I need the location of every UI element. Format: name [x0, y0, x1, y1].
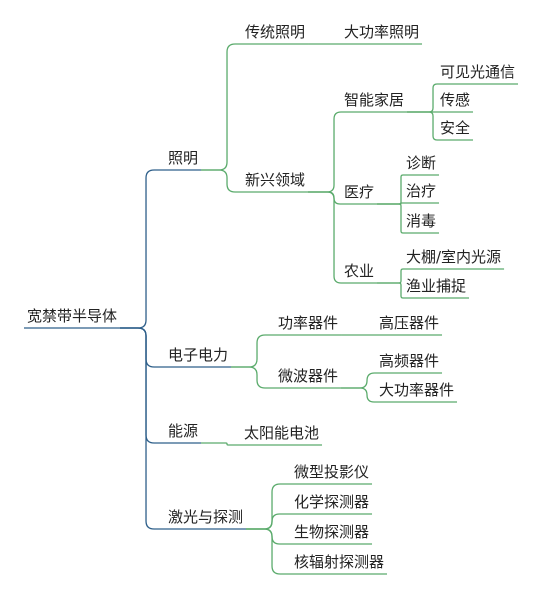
connector-line [231, 366, 275, 389]
node-laser-detection-label: 激光与探测 [168, 508, 243, 526]
node-security-label: 安全 [440, 119, 470, 137]
node-biological-detector: 生物探测器 [294, 523, 369, 541]
node-traditional-lighting: 传统照明 [245, 23, 305, 41]
connector-line [120, 169, 165, 329]
node-emerging-fields-label: 新兴领域 [245, 171, 305, 189]
connector-line [377, 203, 404, 234]
node-nuclear-radiation-detector: 核辐射探测器 [294, 553, 384, 571]
node-diagnosis: 诊断 [406, 154, 436, 172]
node-power-devices: 功率器件 [278, 314, 338, 332]
connector-line [231, 334, 275, 368]
node-chemical-detector-label: 化学探测器 [294, 493, 369, 511]
node-solar-cells: 太阳能电池 [244, 424, 319, 442]
node-agriculture-label: 农业 [344, 262, 374, 280]
connector-line [201, 442, 241, 446]
connector-line [377, 282, 404, 299]
node-high-power-devices-label: 大功率器件 [379, 381, 454, 399]
node-laser-detection: 激光与探测 [168, 508, 243, 526]
node-treatment-label: 治疗 [406, 182, 436, 200]
node-lighting: 照明 [168, 149, 198, 167]
node-security: 安全 [440, 119, 470, 137]
node-biological-detector-label: 生物探测器 [294, 523, 369, 541]
connector-line [341, 387, 376, 403]
connector-line [201, 169, 242, 193]
node-treatment: 治疗 [406, 182, 436, 200]
connector-line [308, 191, 341, 205]
connector-line [407, 111, 438, 141]
node-high-power-devices: 大功率器件 [379, 381, 454, 399]
node-root: 宽禁带半导体 [27, 307, 117, 325]
node-fishing: 渔业捕捉 [406, 277, 466, 295]
connector-line [308, 191, 342, 284]
node-microwave-devices: 微波器件 [278, 367, 338, 385]
node-energy-label: 能源 [168, 422, 198, 440]
node-microwave-devices-label: 微波器件 [278, 367, 338, 385]
node-visible-light-communication-label: 可见光通信 [440, 63, 515, 81]
connector-line [246, 483, 291, 530]
connector-line [120, 327, 165, 368]
node-medical: 医疗 [344, 183, 374, 201]
node-underlines [24, 43, 519, 575]
node-high-power-lighting-label: 大功率照明 [344, 23, 419, 41]
connector-line [246, 528, 291, 575]
node-micro-projector: 微型投影仪 [294, 463, 369, 481]
node-medical-label: 医疗 [344, 183, 374, 201]
connector-line [407, 83, 438, 113]
connector-line [377, 174, 404, 205]
connector-line [120, 327, 165, 444]
node-traditional-lighting-label: 传统照明 [245, 23, 305, 41]
node-power-electronics-label: 电子电力 [168, 346, 228, 364]
connector-line [120, 327, 165, 530]
node-smart-home: 智能家居 [344, 91, 404, 109]
node-power-devices-label: 功率器件 [278, 314, 338, 332]
node-lighting-label: 照明 [168, 149, 198, 167]
node-power-electronics: 电子电力 [168, 346, 228, 364]
node-sensing: 传感 [440, 91, 470, 109]
node-high-frequency-devices-label: 高频器件 [379, 352, 439, 370]
node-high-voltage-devices-label: 高压器件 [379, 314, 439, 332]
connector-line [201, 43, 242, 171]
node-fishing-label: 渔业捕捉 [406, 277, 466, 295]
node-greenhouse-light-label: 大棚/室内光源 [406, 248, 501, 266]
connector-line [308, 111, 342, 193]
node-visible-light-communication: 可见光通信 [440, 63, 515, 81]
connector-line [246, 528, 291, 545]
connector-line [377, 268, 404, 284]
node-solar-cells-label: 太阳能电池 [244, 424, 319, 442]
node-diagnosis-label: 诊断 [406, 154, 436, 172]
node-disinfection-label: 消毒 [406, 212, 436, 230]
node-nuclear-radiation-detector-label: 核辐射探测器 [294, 553, 384, 571]
node-disinfection: 消毒 [406, 212, 436, 230]
node-sensing-label: 传感 [440, 91, 470, 109]
node-high-frequency-devices: 高频器件 [379, 352, 439, 370]
node-agriculture: 农业 [344, 262, 374, 280]
node-emerging-fields: 新兴领域 [245, 171, 305, 189]
node-root-label: 宽禁带半导体 [27, 307, 117, 325]
node-high-power-lighting: 大功率照明 [344, 23, 419, 41]
node-smart-home-label: 智能家居 [344, 91, 404, 109]
node-chemical-detector: 化学探测器 [294, 493, 369, 511]
connector-line [246, 513, 291, 530]
mind-map-connectors [120, 43, 438, 575]
node-energy: 能源 [168, 422, 198, 440]
node-micro-projector-label: 微型投影仪 [294, 463, 369, 481]
node-high-voltage-devices: 高压器件 [379, 314, 439, 332]
node-greenhouse-light: 大棚/室内光源 [406, 248, 501, 266]
connector-line [341, 372, 376, 389]
